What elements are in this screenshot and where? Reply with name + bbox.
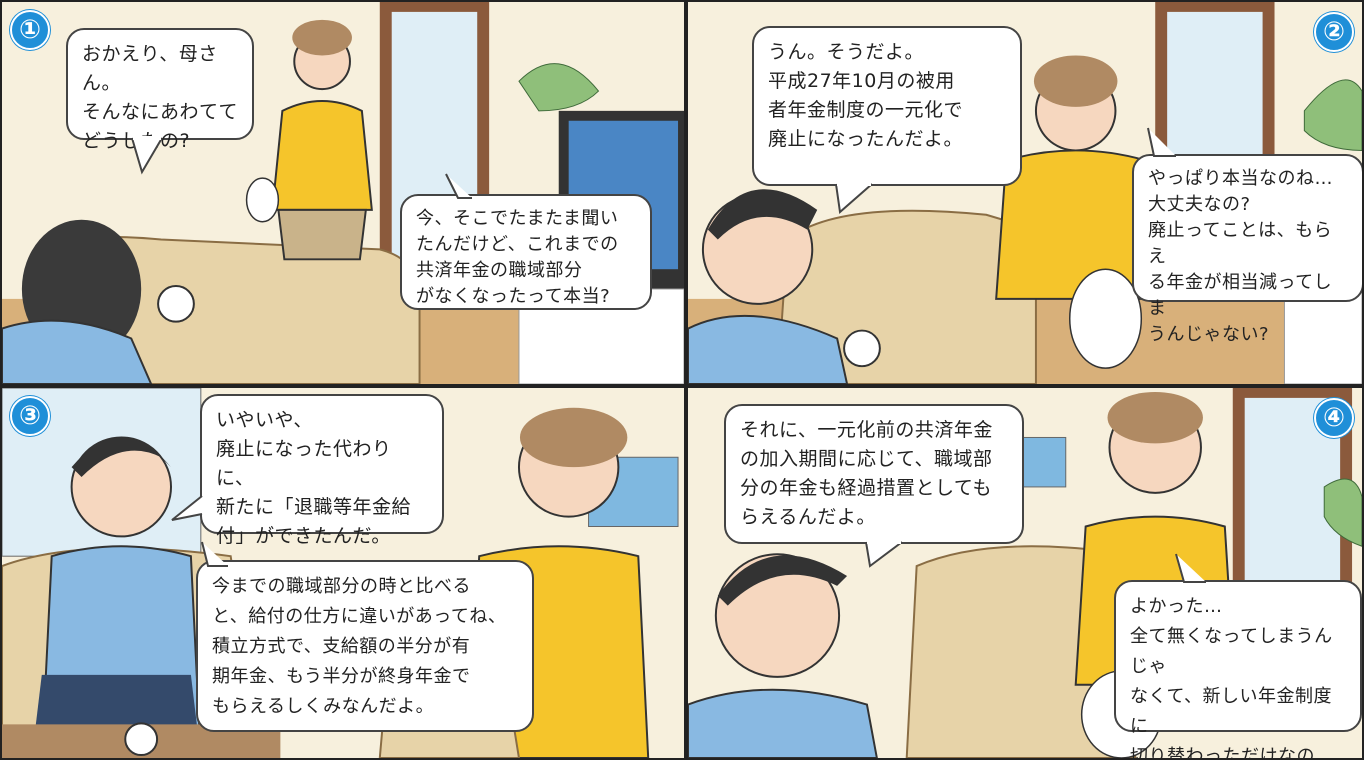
panel-number: ① bbox=[10, 10, 50, 50]
speech-bubble-tail bbox=[835, 182, 873, 214]
panel-number: ② bbox=[1314, 12, 1354, 52]
speech-bubble: うん。そうだよ。 平成27年10月の被用 者年金制度の一元化で 廃止になったんだ… bbox=[752, 26, 1022, 186]
speech-bubble-tail bbox=[1147, 127, 1176, 157]
speech-bubble: それに、一元化前の共済年金 の加入期間に応じて、職域部 分の年金も経過措置として… bbox=[724, 404, 1024, 544]
panel-1: ① おかえり、母さん。 そんなにあわてて どうしたの? 今、そこでたまたま聞い … bbox=[0, 0, 686, 386]
speech-bubble: おかえり、母さん。 そんなにあわてて どうしたの? bbox=[66, 28, 254, 152]
speech-bubble-tail bbox=[131, 136, 163, 175]
speech-bubble: よかった… 全て無くなってしまうんじゃ なくて、新しい年金制度に 切り替わっただ… bbox=[1114, 580, 1362, 758]
panel-2: ② うん。そうだよ。 平成27年10月の被用 者年金制度の一元化で 廃止になった… bbox=[686, 0, 1364, 386]
panel-number: ③ bbox=[10, 396, 50, 436]
speech-bubble-tail bbox=[865, 540, 903, 568]
speech-bubble-tail bbox=[1175, 553, 1206, 583]
speech-bubble-tail bbox=[445, 173, 472, 199]
panel-3: ③ いやいや、 廃止になった代わりに、 新たに「退職等年金給 付」ができたんだ。… bbox=[0, 386, 686, 760]
speech-bubble: いやいや、 廃止になった代わりに、 新たに「退職等年金給 付」ができたんだ。 bbox=[200, 394, 444, 547]
panel-4: ④ それに、一元化前の共済年金 の加入期間に応じて、職域部 分の年金も経過措置と… bbox=[686, 386, 1364, 760]
speech-bubble: 今、そこでたまたま聞い たんだけど、これまでの 共済年金の職域部分 がなくなった… bbox=[400, 194, 652, 310]
speech-bubble: やっぱり本当なのね… 大丈夫なの? 廃止ってことは、もらえ る年金が相当減ってし… bbox=[1132, 154, 1362, 345]
speech-bubble: 今までの職域部分の時と比べる と、給付の仕方に違いがあってね、 積立方式で、支給… bbox=[196, 560, 534, 732]
speech-bubble-tail bbox=[201, 541, 228, 567]
panel-number: ④ bbox=[1314, 398, 1354, 438]
speech-bubble-tail bbox=[171, 495, 203, 521]
